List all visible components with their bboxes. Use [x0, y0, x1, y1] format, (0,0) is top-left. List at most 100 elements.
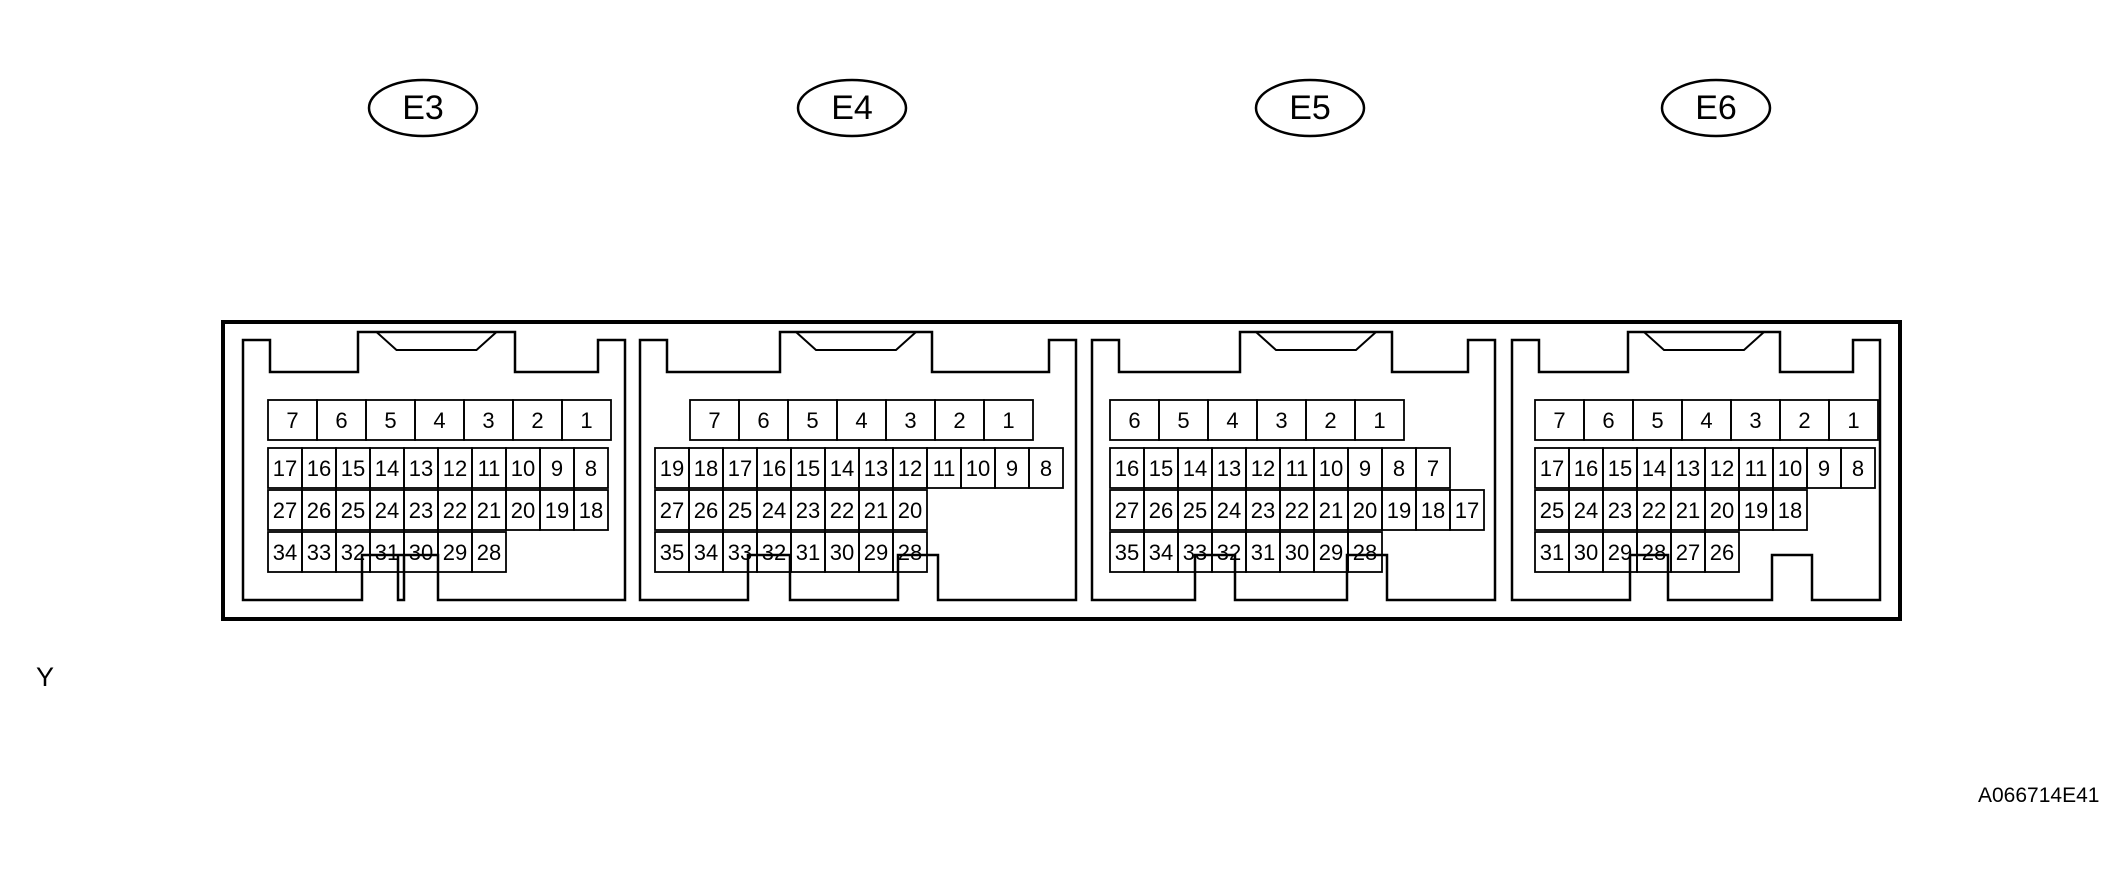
pin-number: 21	[1676, 498, 1700, 523]
pin-number: 18	[694, 456, 718, 481]
connector-frame	[221, 320, 1902, 621]
pin-number: 34	[273, 540, 297, 565]
pin-number: 34	[1149, 540, 1173, 565]
connector-body-6	[1510, 330, 1882, 602]
pin-number: 22	[830, 498, 854, 523]
connector-e3-label: E3	[402, 89, 444, 127]
pin-number: 4	[1226, 408, 1238, 433]
pin-number: 20	[898, 498, 922, 523]
pin-number: 12	[1710, 456, 1734, 481]
pin-number: 31	[375, 540, 399, 565]
pin-number: 1	[1847, 408, 1859, 433]
pin-number: 24	[1574, 498, 1598, 523]
pin-number: 31	[1540, 540, 1564, 565]
pin-number: 10	[966, 456, 990, 481]
pin-number: 32	[1217, 540, 1241, 565]
pin-number: 7	[286, 408, 298, 433]
pin-number: 28	[477, 540, 501, 565]
pin-number: 28	[1353, 540, 1377, 565]
pin-number: 17	[728, 456, 752, 481]
pin-cell	[573, 489, 609, 531]
pin-number: 32	[762, 540, 786, 565]
pin-number: 35	[1115, 540, 1139, 565]
pin-number: 8	[1040, 456, 1052, 481]
pin-number: 31	[796, 540, 820, 565]
pin-number: 23	[1251, 498, 1275, 523]
pin-number: 25	[1183, 498, 1207, 523]
pin-number: 12	[1251, 456, 1275, 481]
connector-body-5	[1090, 330, 1497, 602]
pin-number: 35	[660, 540, 684, 565]
pin-cell	[892, 489, 928, 531]
pin-number: 21	[864, 498, 888, 523]
pin-number: 15	[796, 456, 820, 481]
pin-number: 33	[307, 540, 331, 565]
pin-number: 5	[384, 408, 396, 433]
connector-body-3	[241, 330, 627, 602]
pin-number: 28	[898, 540, 922, 565]
pin-number: 16	[1115, 456, 1139, 481]
pin-cell	[1828, 399, 1879, 441]
pin-number: 20	[1710, 498, 1734, 523]
pin-cell	[1028, 447, 1064, 489]
pin-number: 10	[1319, 456, 1343, 481]
side-label: Y	[36, 662, 54, 692]
pin-number: 30	[409, 540, 433, 565]
pin-number: 29	[443, 540, 467, 565]
pin-number: 11	[1286, 456, 1309, 481]
pin-number: 3	[1749, 408, 1761, 433]
pin-number: 30	[1285, 540, 1309, 565]
pin-number: 14	[1183, 456, 1207, 481]
pin-number: 2	[953, 408, 965, 433]
pin-number: 28	[1642, 540, 1666, 565]
pin-number: 27	[1676, 540, 1700, 565]
pin-number: 10	[1778, 456, 1802, 481]
pin-number: 29	[1319, 540, 1343, 565]
pin-number: 3	[482, 408, 494, 433]
latch-detail	[1643, 331, 1765, 351]
pin-number: 26	[1149, 498, 1173, 523]
connector-e5-label: E5	[1289, 89, 1331, 127]
pin-number: 33	[1183, 540, 1207, 565]
pin-number: 7	[708, 408, 720, 433]
pin-number: 11	[478, 456, 501, 481]
pin-number: 3	[1275, 408, 1287, 433]
pin-number: 24	[375, 498, 399, 523]
pin-number: 2	[1798, 408, 1810, 433]
pin-number: 17	[273, 456, 297, 481]
pin-cell	[1772, 489, 1808, 531]
pin-number: 9	[1006, 456, 1018, 481]
pin-number: 21	[1319, 498, 1343, 523]
pin-number: 27	[660, 498, 684, 523]
pin-number: 34	[694, 540, 718, 565]
pin-cell	[1840, 447, 1876, 489]
pin-number: 14	[1642, 456, 1666, 481]
figure-code: A066714E41	[1978, 784, 2099, 807]
connector-e4-oval	[796, 78, 908, 138]
pin-number: 22	[1642, 498, 1666, 523]
pin-number: 4	[1700, 408, 1712, 433]
connector-e6-label: E6	[1695, 89, 1737, 127]
connector-e5-oval	[1254, 78, 1366, 138]
pin-cell	[892, 531, 928, 573]
pin-number: 25	[341, 498, 365, 523]
pin-number: 13	[1676, 456, 1700, 481]
pin-cell	[1347, 531, 1383, 573]
pin-number: 18	[1421, 498, 1445, 523]
pin-number: 15	[341, 456, 365, 481]
pin-number: 15	[1149, 456, 1173, 481]
pin-cell	[561, 399, 612, 441]
pin-number: 23	[796, 498, 820, 523]
pin-number: 7	[1553, 408, 1565, 433]
pin-cell	[573, 447, 609, 489]
pin-number: 30	[1574, 540, 1598, 565]
pin-number: 11	[933, 456, 956, 481]
pin-cell	[471, 531, 507, 573]
pin-number: 9	[1359, 456, 1371, 481]
latch-detail	[1255, 331, 1377, 351]
pin-number: 9	[1818, 456, 1830, 481]
pin-cell	[1704, 531, 1740, 573]
pin-number: 8	[1852, 456, 1864, 481]
pin-number: 1	[580, 408, 592, 433]
pin-number: 6	[1602, 408, 1614, 433]
